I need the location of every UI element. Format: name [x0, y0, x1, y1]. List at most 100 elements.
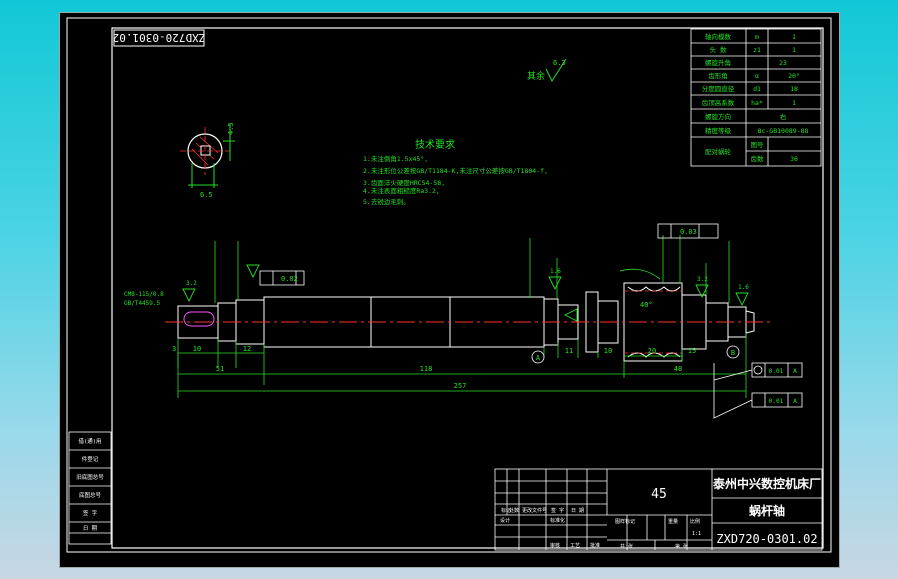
tech-note-1: 1.未注倒角1.5x45°,: [363, 154, 428, 163]
spec-r8-val: 8c-GB10089-88: [758, 127, 809, 135]
spec-r9-sym: 图号: [751, 141, 765, 149]
gdt-perp: 0.01: [769, 398, 784, 405]
spec-r1-sym: m: [755, 33, 759, 41]
tb-label-4: 签 字: [551, 507, 564, 514]
dim-10: 10: [193, 345, 201, 353]
roughness-values: 3.2 1.6 3.2 1.6: [186, 268, 749, 291]
center-hole-std: GB/T4459.5: [124, 300, 161, 307]
section-view: [180, 123, 235, 188]
spec-r1-label: 轴向模数: [705, 32, 732, 41]
stamp-2: 件登记: [82, 455, 99, 463]
spec-r9-label: 配对蜗轮: [705, 147, 732, 156]
datum-b: B: [731, 349, 735, 357]
tb-scale: 比例: [690, 518, 700, 525]
dim-257: 257: [454, 382, 467, 390]
spec-table-text: 轴向模数 m 1 头 数 z1 1 螺旋升角 23 齿形角 α 20° 分度圆直…: [702, 32, 809, 163]
spec-r4-label: 齿形角: [708, 71, 728, 80]
spec-r4-val: 20°: [788, 72, 800, 80]
rotated-code-box: ZXD720-0301.02: [113, 29, 206, 47]
tech-note-3: 3.齿面淬火硬度HRC54-58,: [363, 178, 445, 187]
title-block: [494, 468, 823, 551]
other-roughness: 6.3: [553, 59, 566, 67]
spec-r7-val: 右: [780, 112, 787, 121]
spec-r2-sym: z1: [753, 46, 761, 54]
stamp-3: 旧底图总号: [76, 473, 104, 481]
spec-r7-label: 螺旋方向: [705, 112, 731, 121]
spec-r5-val: 18: [790, 85, 798, 93]
datum-a: A: [536, 354, 541, 362]
drawing-frame: [66, 17, 832, 553]
datum-markers: [531, 345, 740, 364]
title-block-text: 45 泰州中兴数控机床厂 蜗杆轴 ZXD720-0301.02 标记 处数 更改…: [500, 476, 821, 550]
angle-dim: 40°: [640, 301, 653, 309]
tb-scale-value: 1:1: [692, 531, 701, 537]
gdt-frame-2: [657, 223, 719, 239]
dim-12: 12: [243, 345, 251, 353]
dim-11: 11: [565, 347, 573, 355]
stamp-6: 日 期: [83, 525, 98, 532]
section-dim-2: 4.5: [227, 122, 235, 135]
spec-r2-val: 1: [792, 46, 796, 54]
tb-review: 审核: [550, 542, 560, 549]
spec-r1-val: 1: [792, 33, 796, 41]
material: 45: [651, 487, 667, 502]
tb-approve: 批准: [590, 542, 600, 549]
tb-weight: 重量: [668, 518, 678, 525]
gdt-frame-1: [259, 270, 305, 286]
spec-r6-val: 1: [792, 99, 796, 107]
tb-label-5: 日 期: [571, 508, 584, 514]
dim-51: 51: [216, 365, 224, 373]
dim-15: 15: [688, 347, 696, 355]
tb-standard: 标准化: [550, 517, 565, 524]
spec-r3-val: 23: [779, 59, 787, 67]
tech-note-5: 5.去锐边毛刺。: [363, 197, 410, 206]
gdt-flat-2: 0.03: [680, 228, 697, 236]
dim-20: 20: [648, 347, 656, 355]
tb-label-2: 处数: [509, 507, 519, 514]
spec-r6-label: 齿顶高系数: [702, 98, 735, 107]
stamp-4: 底图总号: [79, 491, 102, 499]
center-hole-spec: CM8-115/0.8: [124, 291, 164, 298]
tb-label-1: 标记: [501, 507, 511, 514]
cad-drawing-sheet: ZXD720-0301.02 6.5 4.5 其余 6.3 技术要求 1.未注倒…: [59, 12, 840, 568]
tech-note-2: 2.未注形位公差按GB/T1184-K,未注尺寸公差按GB/T1804-f,: [363, 166, 548, 175]
part-code: ZXD720-0301.02: [716, 532, 817, 546]
stamp-5: 签 字: [83, 509, 98, 517]
tb-marking: 图样标记: [615, 518, 635, 525]
roughness-symbols: [182, 264, 749, 322]
rough-left: 3.2: [186, 280, 197, 287]
tb-sheet-no: 第 张: [675, 543, 688, 550]
stamp-1: 借(通)用: [78, 437, 101, 445]
dimension-texts: 3 10 12 51 118 48 257 20 15 11 10 CM8-11…: [124, 291, 696, 390]
tb-design: 设计: [500, 517, 510, 524]
dim-118: 118: [420, 365, 433, 373]
roughness-other: 其余 6.3: [527, 58, 567, 83]
section-dim: 6.5: [200, 191, 213, 199]
gdt-flat: 0.02: [281, 275, 298, 283]
dim-10b: 10: [604, 347, 612, 355]
spec-r3-label: 螺旋升角: [705, 58, 731, 67]
rough-mid: 3.2: [697, 276, 708, 283]
tech-note-4: 4.未注表面粗糙度Ra3.2,: [363, 186, 440, 195]
spec-r6-sym: ha*: [751, 99, 763, 107]
rotated-code: ZXD720-0301.02: [113, 31, 206, 44]
rough-center: 1.6: [550, 268, 561, 275]
spec-r5-sym: d1: [753, 85, 761, 93]
gdt-round: 0.01: [769, 368, 784, 375]
spec-r10-val: 36: [790, 155, 798, 163]
tb-process: 工艺: [570, 543, 580, 549]
spec-r2-label: 头 数: [710, 45, 727, 54]
dim-48: 48: [674, 365, 682, 373]
spec-r8-label: 精度等级: [705, 126, 732, 135]
drawing-svg: ZXD720-0301.02 6.5 4.5 其余 6.3 技术要求 1.未注倒…: [66, 17, 832, 553]
spec-r4-sym: α: [755, 72, 759, 80]
gdt-frame-3: [713, 362, 803, 419]
tb-label-3: 更改文件号: [522, 507, 547, 514]
dim-left-small: 3: [172, 345, 176, 353]
inner-border: [111, 27, 824, 549]
spec-r10-sym: 齿数: [751, 154, 765, 163]
dimension-lines: [177, 235, 747, 398]
left-stamp-text: 借(通)用 件登记 旧底图总号 底图总号 签 字 日 期: [76, 437, 104, 532]
spec-r5-label: 分度圆直径: [702, 84, 735, 93]
left-stamp-column: [68, 431, 112, 545]
